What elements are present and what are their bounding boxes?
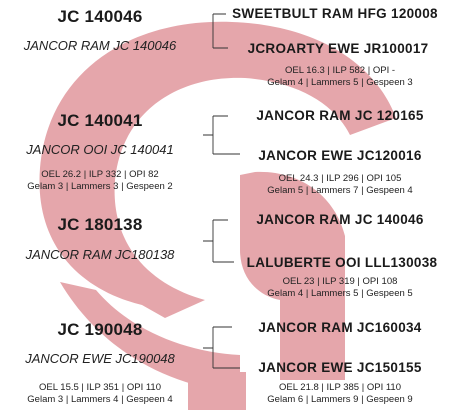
animal-id: JC 190048 <box>20 320 180 340</box>
animal-name: JANCOR RAM JC180138 <box>0 247 200 262</box>
dam-name: JCROARTY EWE JR100017 <box>228 41 448 56</box>
sire-name: JANCOR RAM JC 140046 <box>230 212 450 227</box>
animal-id: JC 140041 <box>20 111 180 131</box>
sire-name: JANCOR RAM JC 120165 <box>230 108 450 123</box>
animal-name: JANCOR OOI JC 140041 <box>0 142 200 157</box>
dam-stats: OEL 16.3 | ILP 582 | OPI -Gelam 4 | Lamm… <box>240 65 440 89</box>
sire-name: SWEETBULT RAM HFG 120008 <box>225 6 445 21</box>
animal-name: JANCOR EWE JC190048 <box>0 351 200 366</box>
dam-name: JANCOR EWE JC120016 <box>230 148 450 163</box>
dam-name: LALUBERTE OOI LLL130038 <box>232 255 452 270</box>
animal-id: JC 180138 <box>20 215 180 235</box>
animal-name: JANCOR RAM JC 140046 <box>0 38 200 53</box>
sire-name: JANCOR RAM JC160034 <box>230 320 450 335</box>
dam-name: JANCOR EWE JC150155 <box>230 360 450 375</box>
animal-id: JC 140046 <box>20 7 180 27</box>
